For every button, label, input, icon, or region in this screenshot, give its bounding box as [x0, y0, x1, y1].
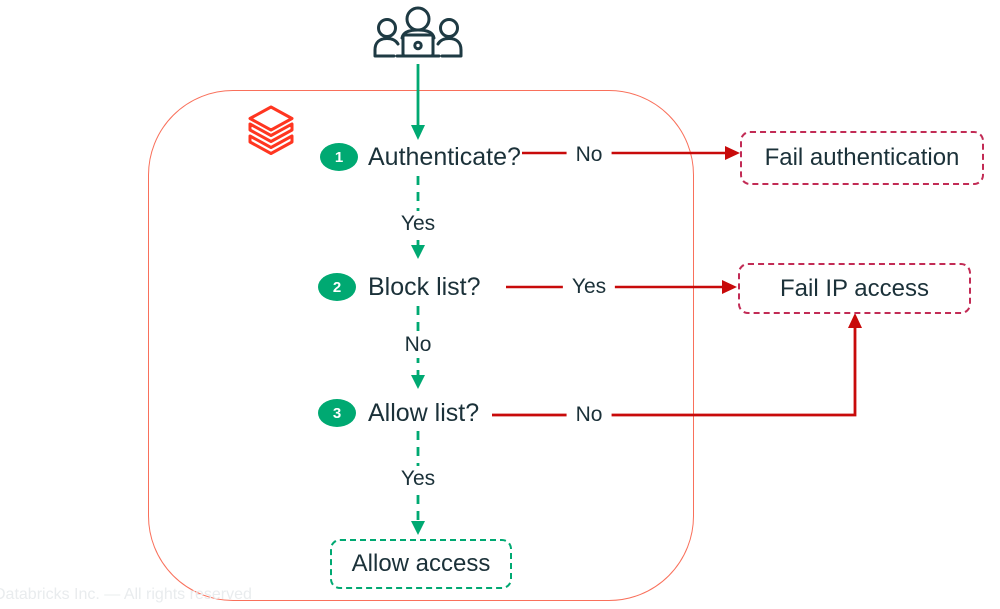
edge-label-no-blocklist: No	[395, 332, 441, 358]
allow-access-label: Allow access	[351, 550, 491, 577]
fail-ip-access-box: Fail IP access	[738, 263, 971, 314]
step-3-badge: 3	[318, 399, 356, 427]
arrowhead-up-fail-ip-access	[848, 313, 862, 328]
fail-authentication-box: Fail authentication	[740, 131, 984, 185]
arrowhead-fail-ip-access	[722, 280, 737, 294]
step-2-badge: 2	[318, 273, 356, 301]
step-3-label: Allow list?	[368, 399, 480, 427]
allow-access-box: Allow access	[330, 539, 512, 589]
step-2-label: Block list?	[368, 273, 481, 301]
databricks-logo-icon	[248, 105, 294, 155]
edge-label-yes-authenticate: Yes	[391, 211, 445, 237]
edge-label-yes-blocklist: Yes	[562, 274, 616, 300]
footer-copyright: Databricks Inc. — All rights reserved	[0, 586, 252, 603]
step-1-badge: 1	[320, 143, 358, 171]
fail-ip-access-label: Fail IP access	[780, 274, 929, 302]
users-with-laptop-icon	[373, 6, 463, 58]
fail-authentication-label: Fail authentication	[764, 144, 960, 171]
edge-label-no-allowlist: No	[566, 402, 612, 428]
step-1-label: Authenticate?	[368, 143, 521, 171]
edge-label-yes-allowlist: Yes	[391, 466, 445, 492]
edge-label-no-authenticate: No	[566, 142, 612, 168]
arrowhead-fail-authentication	[725, 146, 740, 160]
